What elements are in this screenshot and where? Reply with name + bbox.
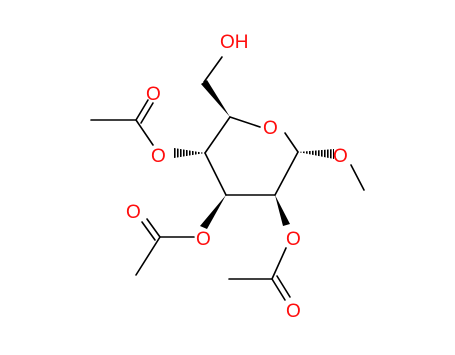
bond-c5-o5: [229, 116, 261, 128]
carbonyl-oxygen-c4-label: O: [146, 84, 161, 105]
double-bond-c3-carbonyl-a: [146, 218, 161, 238]
ester-oxygen-c2-label: O: [286, 229, 301, 250]
bond-c1-c2: [274, 151, 299, 196]
bond-c3-acetyl-methyl: [135, 236, 161, 276]
bond-c6-oh: [203, 56, 223, 83]
methoxy-oxygen-label: O: [333, 146, 348, 167]
double-bond-c4-carbonyl-b: [140, 102, 154, 124]
bond-c3-c4: [204, 152, 227, 196]
carbonyl-oxygen-c3-label: O: [126, 202, 141, 223]
hydroxyl-label: OH: [220, 32, 249, 53]
bond-o4-carbonyl-carbon: [135, 119, 154, 146]
wedge-c5-c6: [201, 80, 230, 117]
ring-oxygen-label: O: [263, 118, 278, 139]
bond-o-ch3: [350, 164, 365, 191]
double-bond-c3-carbonyl-b: [141, 221, 156, 241]
wedge-c2-o: [275, 195, 290, 226]
pyranose-ring: [204, 116, 299, 196]
hash-wedge-c1-o: [298, 149, 334, 159]
bond-c4-c5: [204, 116, 231, 154]
ester-oxygen-c3-label: O: [196, 229, 211, 250]
bond-o5-c1: [284, 132, 299, 153]
double-bond-c2-carbonyl-a: [271, 278, 286, 301]
hash-wedge-c4-o: [174, 148, 205, 158]
carbonyl-oxygen-c2-label: O: [286, 301, 301, 322]
double-bond-c4-carbonyl-a: [135, 99, 149, 121]
ester-oxygen-c4-label: O: [151, 146, 166, 167]
wedge-c3-o: [200, 195, 226, 229]
bond-o2-carbonyl-carbon: [271, 247, 287, 280]
double-bond-c2-carbonyl-b: [276, 275, 291, 298]
